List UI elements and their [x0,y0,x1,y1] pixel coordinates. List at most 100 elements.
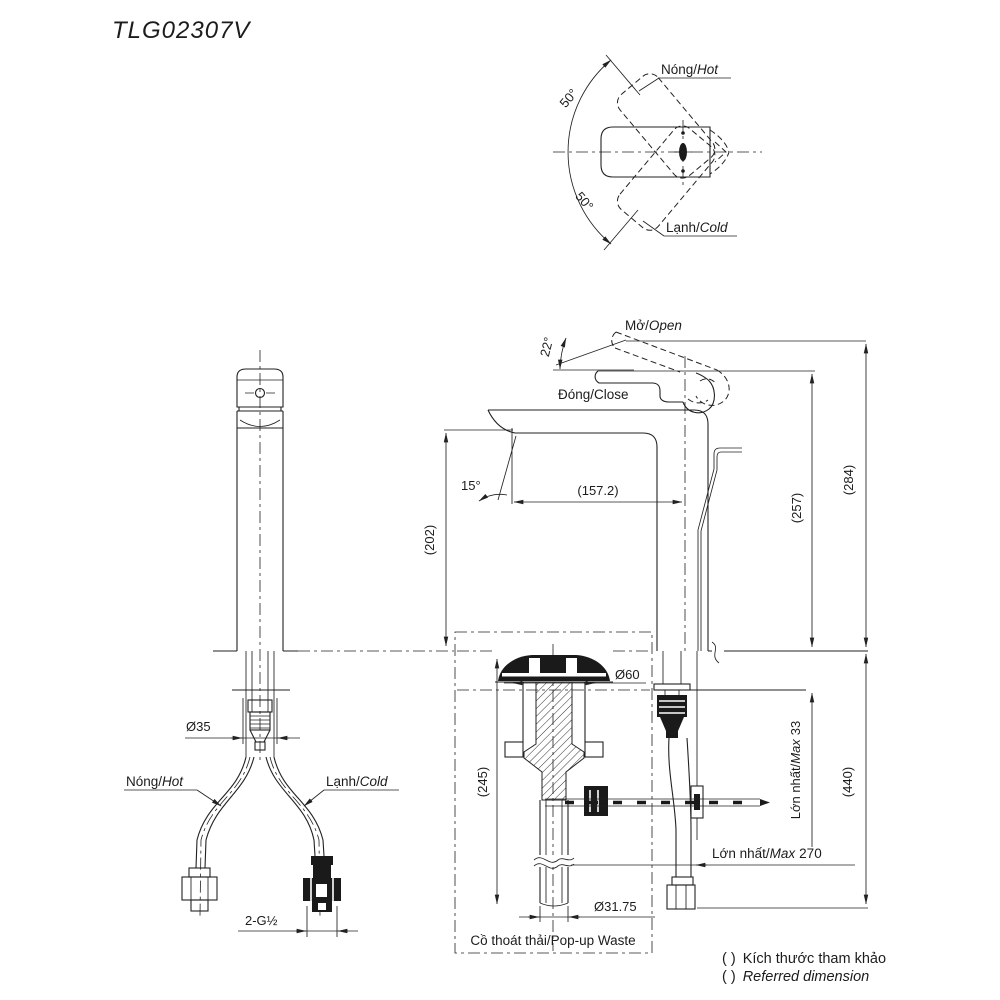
waste-lug-right [584,741,604,758]
tailpipe-inner [545,800,563,903]
arc-boundary-lower [603,209,639,251]
counter-deck [213,641,868,691]
side-hose-nut-facets [675,885,687,909]
deck-break-squiggle [711,641,720,664]
joint-curve [239,419,281,427]
cold-hose-outer [273,756,325,857]
total-height-label: (440) [840,767,855,797]
hot-label-topview: Nóng/Hot [661,62,719,77]
closed-handle-body [594,370,683,403]
cold-leader-front [303,789,325,807]
hot-nut-facets [190,877,209,900]
counter-max-label: Lớn nhất/Max33 [788,721,803,820]
cold-connector-band [311,856,333,865]
popup-caption: Cồ thoát thải/Pop-up Waste [470,933,635,948]
stud-tip [254,741,266,751]
handle-hot-position-dashed [616,73,716,179]
popup-waste-view: Ø60 (245) Ø31.75 Cồ thoát thải/Pop-up Wa… [454,631,655,954]
hot-leader-front [196,789,222,807]
pipe-open-end [539,902,569,907]
handle-screw-circle [254,387,266,399]
cold-hose-inner [265,756,316,857]
shank-lines [245,651,275,757]
close-label: Đóng/Close [558,387,629,402]
spout-tip-inner [714,141,727,163]
shank-dia-label: Ø35 [186,719,211,734]
note-line-2: ( )Referred dimension [722,969,869,985]
pipe-break-squiggle-1 [533,857,575,863]
hot-hose-centerline [199,756,251,917]
open-label: Mở/Open [625,318,682,333]
cold-tail-notch [318,903,326,910]
flange-dia-label: Ø60 [615,667,640,682]
open-height-label: (284) [841,465,856,495]
waste-shell [522,682,586,742]
angle-lower-label: 50° [572,189,596,214]
pipe-dia-ext-lines [539,906,569,922]
spout-angle-lines [497,428,517,504]
lift-rod-upper [697,447,742,651]
thread-ticks [250,715,270,729]
reach-label: (157.2) [577,483,618,498]
cold-hose-centerline [269,756,321,917]
waste-lug-left [504,741,524,758]
threaded-stud [249,711,271,731]
pipe-break-mask [536,855,572,867]
side-hose-nut [666,884,696,910]
flange-dome [498,655,610,681]
cold-connector-mid [313,865,331,878]
thread-label: 2-G½ [245,913,278,928]
open-angle-arc [557,337,567,370]
mounting-washer [653,683,691,691]
hot-hose-outer [195,756,247,869]
hot-connector-nut [181,876,218,901]
side-hose-band [671,876,694,886]
spout-angle-label: 15° [461,478,481,493]
cold-nut-facets [310,878,334,901]
top-view-handle-rotation: 50° 50° Nóng/Hot Lạnh/Cold [553,54,762,251]
open-handle-bottom [614,347,681,373]
pipe-dia-label: Ø31.75 [594,899,637,914]
handle-cold-position-dashed [616,125,716,231]
reference-note: ( )Kích thước tham khảo ( )Referred dime… [722,951,886,985]
hot-connector-tail [190,899,209,912]
open-handle-top [615,331,718,371]
hot-hose-inner [204,756,255,869]
popup-bar [545,798,760,807]
pivot-dot-upper [681,131,685,135]
phantom-box [454,631,653,954]
side-hose [668,737,692,877]
waste-core-hatched [523,681,585,801]
popup-bar-tip [760,799,770,806]
note-line-1: ( )Kích thước tham khảo [722,951,886,967]
hot-leader [638,77,731,92]
closed-height-label: (257) [789,493,804,523]
body-column [236,428,284,651]
nut-tip [666,731,678,738]
hot-label-front: Nóng/Hot [126,774,184,789]
rotation-arc [567,59,612,245]
spout-height-label: (202) [422,525,437,555]
open-handle-inner [687,378,717,404]
neck-band [236,407,284,429]
flange-slot-left [529,658,540,673]
drawing-title: TLG02307V [112,17,251,44]
side-view-faucet: 22° Mở/Open Đóng/Close 15° (157.2) (202) [422,318,869,910]
flange-slot-right [566,658,577,673]
cold-label-front: Lạnh/Cold [326,774,388,789]
flange-groove [502,673,606,677]
hot-connector-band [188,867,211,878]
nut-bands [659,700,685,714]
pipe-break-squiggle-2 [533,863,575,869]
popup-height-label: (245) [475,767,490,797]
tailpipe-walls [539,800,569,903]
thread-ext-lines [306,906,338,937]
cold-leader [642,220,737,237]
spout-angle-arc [478,493,508,502]
arc-boundary-upper [605,54,641,96]
spout-underside-and-left-edge [487,409,658,651]
nut-taper [660,717,684,731]
pivot-dot-lower [681,169,685,173]
